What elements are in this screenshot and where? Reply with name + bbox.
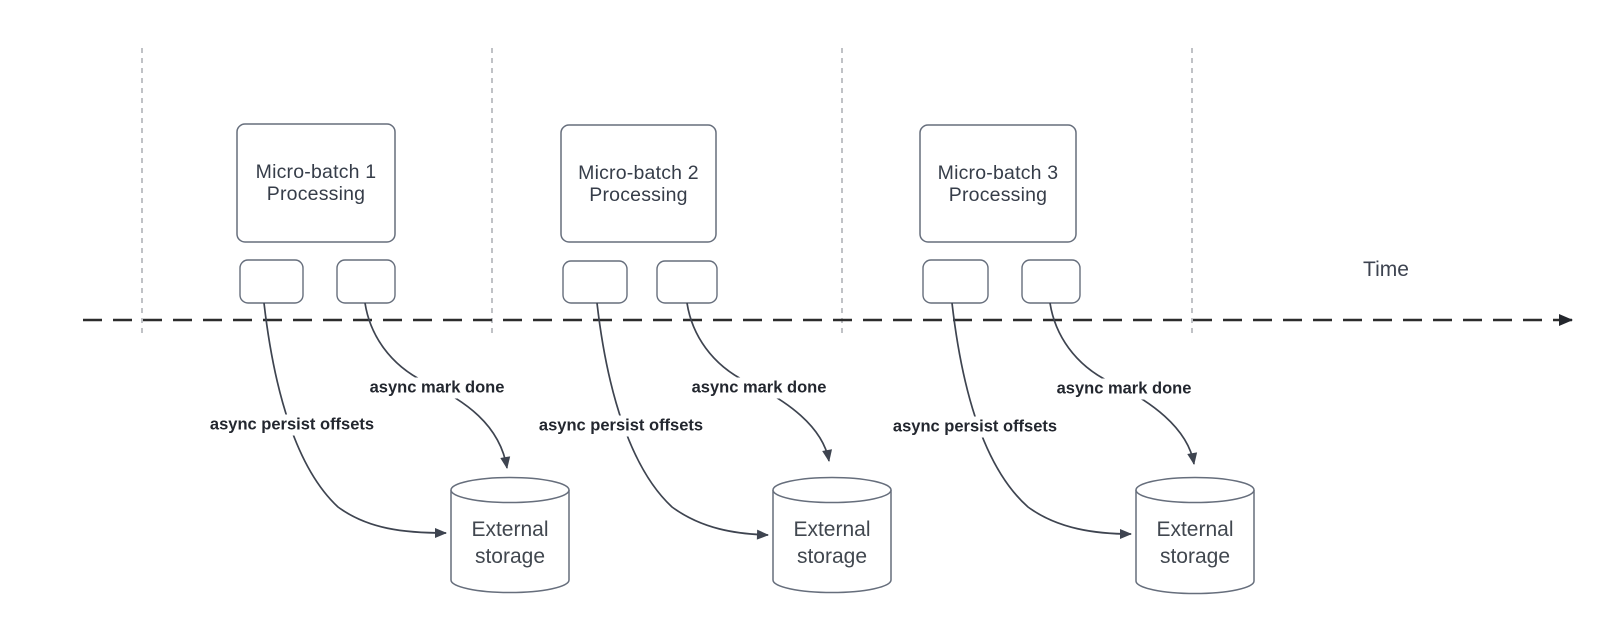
cylinder-top <box>450 476 570 504</box>
time-boundaries <box>141 48 1193 338</box>
microbatch-group-3 <box>919 124 1255 595</box>
external-storage-cylinder <box>772 476 892 594</box>
persist-offsets-arrow <box>951 302 1132 539</box>
microbatch-2-title: Micro-batch 2 Processing <box>578 161 699 206</box>
persist-offsets-label: async persist offsets <box>535 415 707 437</box>
persist-offsets-arrow <box>596 302 769 540</box>
mark-done-label: async mark done <box>366 377 508 399</box>
offset-task-box <box>922 259 989 304</box>
cylinder-body <box>450 490 570 594</box>
external-storage-cylinder <box>1135 476 1255 595</box>
external-storage-label: External storage <box>1156 518 1234 568</box>
offset-task-box <box>239 259 304 304</box>
cylinder-body <box>772 490 892 594</box>
microbatch-1-title: Micro-batch 1 Processing <box>255 161 377 205</box>
cylinder-body <box>1135 490 1255 595</box>
cylinder-top <box>772 476 892 504</box>
persist-offsets-label: async persist offsets <box>206 414 378 436</box>
external-storage-label: External storage <box>471 518 549 568</box>
cylinder-top <box>1135 476 1255 504</box>
time-axis-label: Time <box>1363 258 1409 281</box>
offset-task-box <box>562 260 628 304</box>
microbatch-group-2 <box>560 124 892 594</box>
done-task-box <box>336 259 396 304</box>
microbatch-processing-box <box>560 124 717 243</box>
microbatch-3-title: Micro-batch 3 Processing <box>937 161 1059 206</box>
microbatch-processing-box <box>236 123 396 243</box>
external-storage-cylinder <box>450 476 570 594</box>
done-task-box <box>1021 259 1081 304</box>
persist-offsets-arrow <box>263 302 447 538</box>
done-task-box <box>656 260 718 304</box>
mark-done-label: async mark done <box>1053 378 1195 400</box>
microbatch-processing-box <box>919 124 1077 243</box>
external-storage-label: External storage <box>793 518 871 568</box>
persist-offsets-label: async persist offsets <box>889 416 1061 438</box>
mark-done-label: async mark done <box>688 377 830 399</box>
